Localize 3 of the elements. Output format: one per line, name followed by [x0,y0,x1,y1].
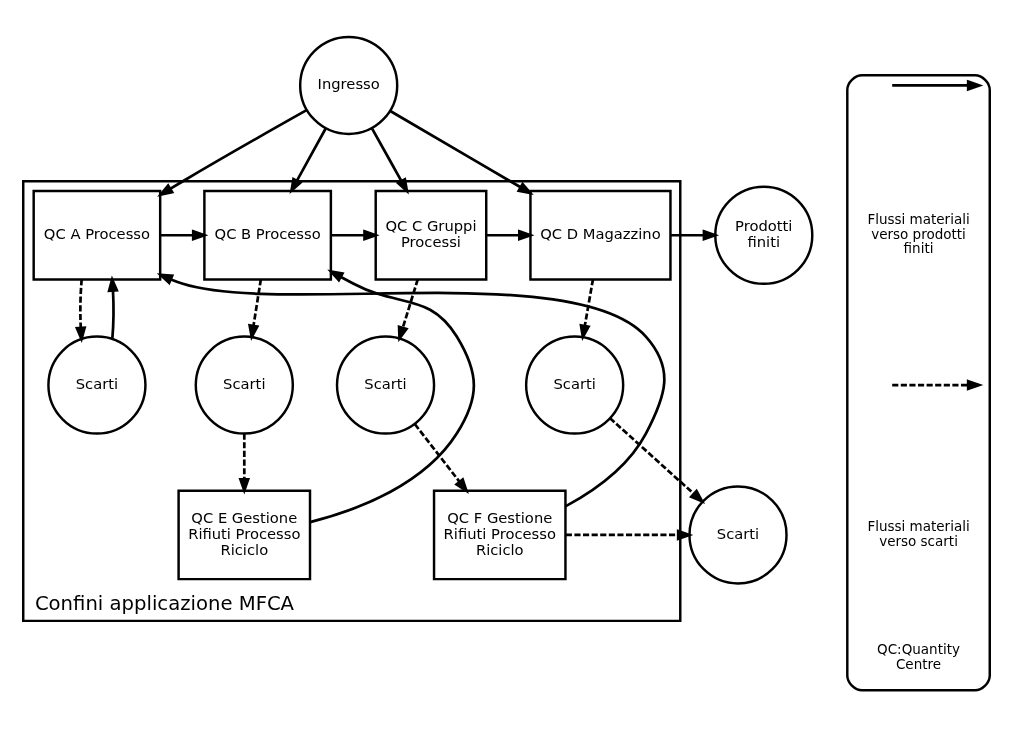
label: QC:Quantity Centre [877,640,960,672]
legend-label: Flussi materiali verso scarti [867,517,970,549]
legend-label: Flussi materiali verso prodotti finiti [867,210,970,256]
